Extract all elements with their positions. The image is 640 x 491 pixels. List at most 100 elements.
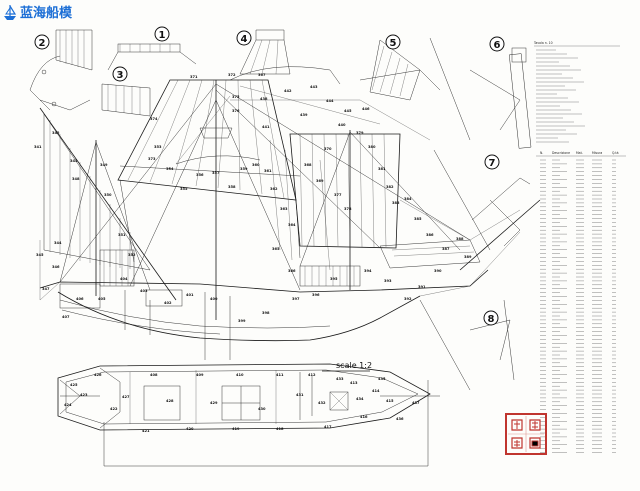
masts bbox=[95, 80, 541, 320]
ref-label: 433 bbox=[336, 377, 344, 381]
ref-label: 406 bbox=[76, 297, 84, 301]
ref-label: 386 bbox=[426, 233, 434, 237]
scale-indicator: scale 1:2 bbox=[322, 361, 372, 372]
ref-label: 407 bbox=[62, 315, 70, 319]
ref-label: 417 bbox=[324, 425, 332, 429]
ref-label: 391 bbox=[418, 285, 426, 289]
ref-label: 404 bbox=[120, 277, 128, 281]
ref-label: 353 bbox=[154, 145, 162, 149]
ref-label: 413 bbox=[350, 381, 358, 385]
callout-2: 2 bbox=[34, 34, 50, 50]
ref-label: 419 bbox=[232, 427, 240, 431]
ref-label: 379 bbox=[356, 131, 364, 135]
bowsprit bbox=[459, 199, 541, 271]
svg-text:5: 5 bbox=[390, 38, 397, 49]
ref-label: 364 bbox=[288, 223, 296, 227]
ref-label: 423 bbox=[80, 393, 88, 397]
callout-3: 3 bbox=[112, 66, 128, 82]
ref-label: 370 bbox=[324, 147, 332, 151]
ref-label: 397 bbox=[292, 297, 300, 301]
ref-label: 440 bbox=[338, 123, 346, 127]
ref-label: 387 bbox=[442, 247, 450, 251]
svg-text:N.: N. bbox=[540, 151, 543, 155]
ref-label: 390 bbox=[434, 269, 442, 273]
ref-label: 392 bbox=[404, 297, 412, 301]
ref-label: 351 bbox=[118, 233, 126, 237]
ref-label: 412 bbox=[308, 373, 316, 377]
parts-table: Tavola n. 10 N. Descrizione Mat. Misura … bbox=[533, 41, 626, 453]
ref-label: 394 bbox=[364, 269, 372, 273]
ref-label: 410 bbox=[236, 373, 244, 377]
ref-label: 409 bbox=[196, 373, 204, 377]
detail-3 bbox=[101, 83, 151, 117]
ref-label: 378 bbox=[344, 207, 352, 211]
svg-text:Misura: Misura bbox=[592, 151, 602, 155]
detail-5 bbox=[359, 39, 441, 101]
ref-label: 435 bbox=[378, 377, 386, 381]
ref-label: 442 bbox=[284, 89, 292, 93]
ref-label: 427 bbox=[122, 395, 130, 399]
ref-label: 408 bbox=[150, 373, 158, 377]
ref-label: 389 bbox=[464, 255, 472, 259]
ref-label: 398 bbox=[262, 311, 270, 315]
table-rows bbox=[540, 159, 616, 453]
callout-6: 6 bbox=[489, 36, 505, 52]
svg-text:4: 4 bbox=[241, 34, 248, 45]
ref-label: 349 bbox=[100, 163, 108, 167]
watermark-logo: 蓝海船模 bbox=[4, 5, 73, 21]
svg-text:1: 1 bbox=[159, 30, 166, 41]
ref-label: 434 bbox=[356, 397, 364, 401]
ref-label: 444 bbox=[326, 99, 334, 103]
mizzen-lateen-sail bbox=[39, 107, 177, 301]
ref-label: 411 bbox=[276, 373, 284, 377]
ref-label: 415 bbox=[386, 399, 394, 403]
ref-label: 374 bbox=[150, 117, 158, 121]
svg-text:8: 8 bbox=[488, 314, 495, 325]
ref-label: 420 bbox=[186, 427, 194, 431]
ref-label: 414 bbox=[372, 389, 380, 393]
ref-label: 425 bbox=[70, 383, 78, 387]
ref-label: 368 bbox=[304, 163, 312, 167]
svg-text:Descrizione: Descrizione bbox=[552, 151, 570, 155]
ref-label: 371 bbox=[190, 75, 198, 79]
detail-6 bbox=[429, 37, 532, 149]
svg-text:2: 2 bbox=[39, 38, 46, 49]
svg-text:6: 6 bbox=[494, 40, 501, 51]
ref-label: 443 bbox=[310, 85, 318, 89]
ref-label: 403 bbox=[140, 289, 148, 293]
ref-label: 348 bbox=[72, 177, 80, 181]
detail-1 bbox=[107, 43, 197, 71]
ref-label: 382 bbox=[386, 185, 394, 189]
ref-label: 345 bbox=[36, 253, 44, 257]
ref-label: 367 bbox=[258, 73, 266, 77]
ref-label: 432 bbox=[318, 401, 326, 405]
ref-label: 361 bbox=[264, 169, 272, 173]
ref-label: 366 bbox=[288, 269, 296, 273]
detail-2 bbox=[29, 29, 93, 111]
ref-label: 376 bbox=[232, 109, 240, 113]
ref-label: 396 bbox=[312, 293, 320, 297]
ref-label: 354 bbox=[166, 167, 174, 171]
callout-7: 7 bbox=[484, 154, 500, 170]
ref-label: 428 bbox=[166, 399, 174, 403]
callout-8: 8 bbox=[483, 310, 499, 326]
svg-text:Mat.: Mat. bbox=[576, 151, 583, 155]
callout-markers: 1 2 3 4 5 6 7 8 bbox=[34, 26, 505, 326]
ref-label: 395 bbox=[330, 277, 338, 281]
ref-label: 437 bbox=[412, 401, 420, 405]
ref-label: 356 bbox=[196, 173, 204, 177]
ref-label: 384 bbox=[404, 197, 412, 201]
ref-label: 372 bbox=[228, 73, 236, 77]
deck-plan-top-view bbox=[57, 363, 440, 467]
ref-label: 385 bbox=[414, 217, 422, 221]
ref-label: 359 bbox=[240, 167, 248, 171]
ref-label: 426 bbox=[94, 373, 102, 377]
detail-7 bbox=[433, 149, 531, 251]
ref-label: 380 bbox=[368, 145, 376, 149]
ref-label: 424 bbox=[64, 403, 72, 407]
ref-label: 350 bbox=[104, 193, 112, 197]
ref-label: 355 bbox=[180, 187, 188, 191]
ref-label: 358 bbox=[228, 185, 236, 189]
